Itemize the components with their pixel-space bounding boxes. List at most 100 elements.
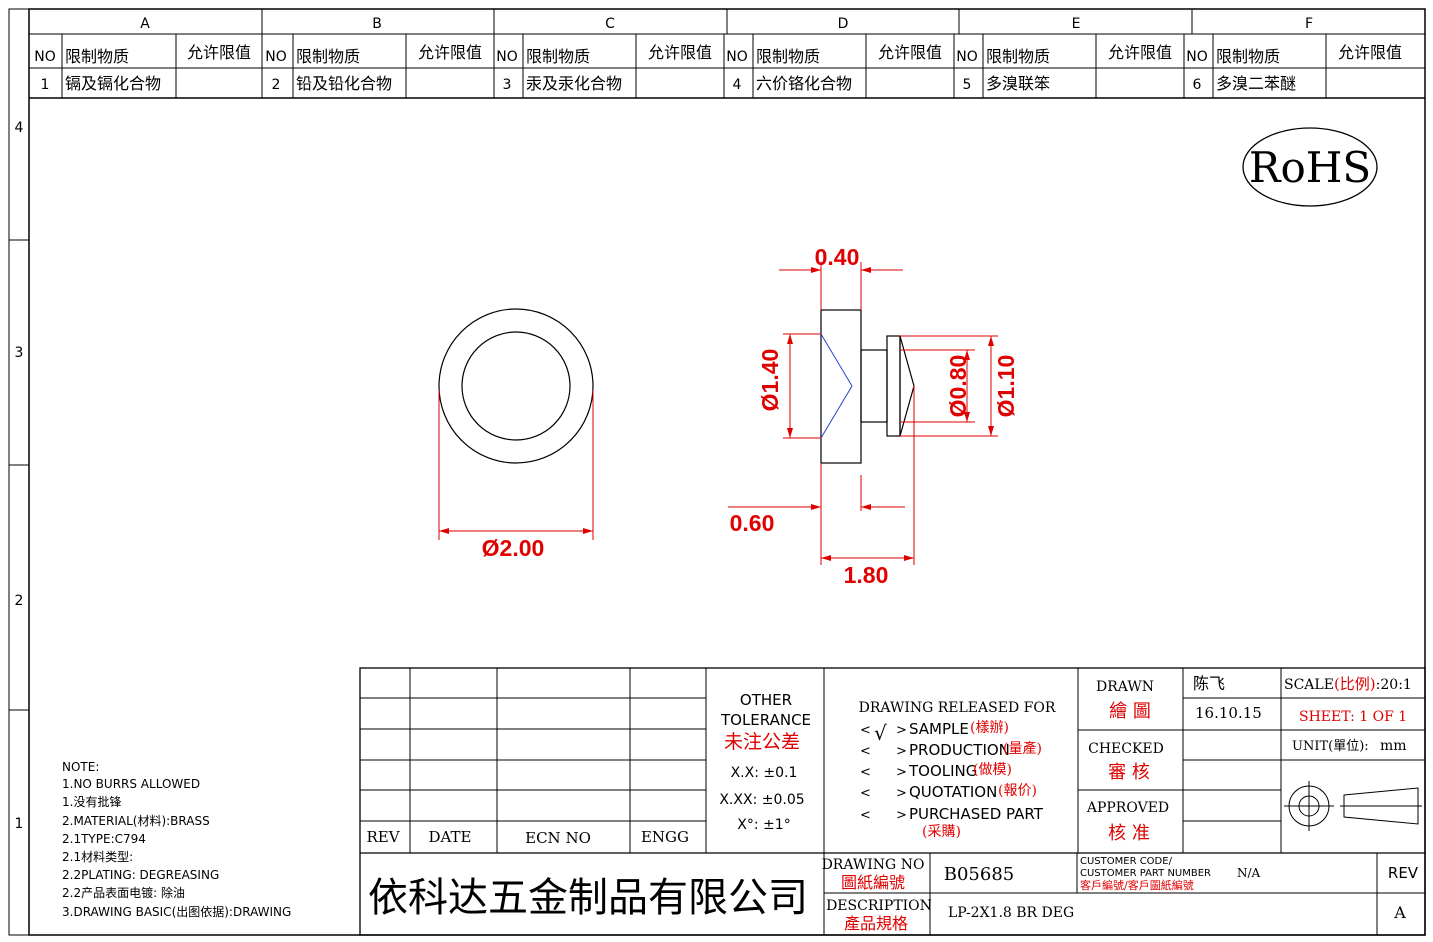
checked-label-cn: 審 核	[1108, 762, 1150, 783]
release-item-tooling: < > TOOLING (做模)	[860, 762, 1012, 780]
grid-row-2: 2	[15, 593, 24, 609]
grid-row-3: 3	[15, 345, 24, 361]
release-label-cn: (報价)	[998, 783, 1037, 799]
drawn-name: 陈飞	[1193, 674, 1225, 693]
drawing-info: DRAWING NO 圖紙編號 B05685 DESCRIPTION 產品規格 …	[822, 857, 1075, 933]
restricted-group-4: NO 限制物质 允许限值 4 六价铬化合物	[726, 43, 942, 93]
limit-header: 允许限值	[648, 43, 712, 62]
scale-label-cn: (比例)	[1334, 675, 1376, 693]
customer-info: CUSTOMER CODE/ CUSTOMER PART NUMBER 客戶編號…	[1080, 856, 1261, 892]
check-mark: √	[874, 721, 887, 745]
frame	[8, 8, 1426, 936]
grid-col-d: D	[838, 16, 849, 32]
release-label: SAMPLE	[909, 720, 969, 738]
no-header: NO	[1186, 49, 1208, 65]
date-header: DATE	[429, 828, 472, 846]
customer-label-cn: 客戶編號/客戶圖紙編號	[1080, 878, 1194, 892]
release-label-cn: (采購)	[922, 824, 961, 840]
ecn-header: ECN NO	[525, 829, 591, 847]
drawn-label: DRAWN	[1096, 679, 1154, 695]
limit-header: 允许限值	[418, 43, 482, 62]
restricted-group-2: NO 限制物质 允许限值 2 铅及铅化合物	[265, 43, 482, 93]
hidden-countersink	[820, 333, 853, 439]
dim-outer-diameter: Ø2.00	[482, 535, 545, 561]
tolerance-xxx: X.XX: ±0.05	[719, 792, 804, 808]
bracket-right: >	[896, 744, 907, 759]
tolerance-xx: X.X: ±0.1	[731, 765, 798, 781]
grid-row-1: 1	[15, 816, 24, 832]
rev-value: A	[1393, 903, 1406, 922]
substance-header: 限制物质	[526, 47, 590, 66]
shaft	[860, 349, 888, 423]
bracket-left: <	[860, 744, 871, 759]
release-label-cn: (量產)	[1003, 740, 1042, 757]
dim-tip-diameter: Ø1.10	[993, 355, 1019, 418]
release-title: DRAWING RELEASED FOR	[859, 700, 1056, 716]
side-view	[820, 309, 915, 464]
release-item-sample: < √ > SAMPLE (樣辦)	[860, 719, 1009, 745]
release-block: DRAWING RELEASED FOR < √ > SAMPLE (樣辦) <…	[859, 700, 1056, 840]
grid-col-b: B	[372, 16, 382, 32]
substance-header: 限制物质	[296, 47, 360, 66]
no-header: NO	[265, 49, 287, 65]
bracket-left: <	[860, 786, 871, 801]
grid-col-c: C	[605, 16, 615, 32]
drawing-no-label: DRAWING NO	[822, 857, 925, 873]
release-item-purchased: < > PURCHASED PART (采購)	[860, 805, 1044, 840]
limit-header: 允许限值	[1338, 43, 1402, 62]
substance-header: 限制物质	[1216, 47, 1280, 66]
drawing-no-label-cn: 圖紙編號	[841, 873, 905, 892]
tolerance-title-1: OTHER	[740, 691, 792, 709]
revision-table: REV DATE ECN NO ENGG	[366, 828, 689, 847]
note-line: 1.没有批锋	[62, 794, 121, 809]
release-label-cn: (做模)	[973, 762, 1012, 778]
substance-header: 限制物质	[65, 47, 129, 66]
customer-label-1: CUSTOMER CODE/	[1080, 856, 1173, 867]
tolerance-title-cn: 未注公差	[724, 731, 800, 753]
no-header: NO	[496, 49, 518, 65]
approved-label: APPROVED	[1086, 800, 1169, 816]
bracket-left: <	[860, 765, 871, 780]
unit-label: UNIT(單位):	[1292, 739, 1369, 754]
description-label-cn: 產品規格	[844, 914, 908, 933]
rev-header: REV	[366, 828, 400, 846]
restricted-group-3: NO 限制物质 允许限值 3 汞及汞化合物	[496, 43, 712, 93]
drawn-label-cn: 繪 圖	[1109, 701, 1151, 722]
substance-name: 镉及镉化合物	[65, 74, 161, 93]
note-line: 2.2PLATING: DEGREASING	[62, 868, 219, 882]
checked-label: CHECKED	[1088, 741, 1164, 757]
substance-no: 5	[963, 77, 972, 93]
tolerance-deg: X°: ±1°	[737, 817, 790, 833]
sheet-block: SCALE(比例):20:1 SHEET: 1 OF 1 UNIT(單位): m…	[1284, 675, 1412, 754]
grid-col-f: F	[1305, 16, 1313, 32]
restricted-group-1: NO 限制物质 允许限值 1 镉及镉化合物	[34, 43, 251, 93]
release-label: PRODUCTION	[909, 741, 1010, 759]
rev-label: REV	[1388, 864, 1419, 882]
drawn-date: 16.10.15	[1195, 704, 1262, 722]
release-label: PURCHASED PART	[909, 805, 1044, 823]
head-ring	[886, 335, 901, 437]
release-label-cn: (樣辦)	[970, 719, 1009, 736]
dim-flange-thickness: 0.40	[815, 244, 860, 270]
drawing-no-value: B05685	[944, 864, 1015, 885]
no-header: NO	[34, 49, 56, 65]
tolerance-block: OTHER TOLERANCE 未注公差 X.X: ±0.1 X.XX: ±0.…	[719, 691, 811, 833]
approval-block: DRAWN 繪 圖 陈飞 16.10.15 CHECKED 審 核 APPROV…	[1086, 674, 1262, 844]
scale-value: :20:1	[1376, 677, 1412, 693]
restricted-group-5: NO 限制物质 允许限值 5 多溴联笨	[956, 43, 1172, 93]
substance-no: 2	[272, 77, 281, 93]
grid-col-a: A	[140, 16, 150, 32]
limit-header: 允许限值	[187, 43, 251, 62]
dim-total-length: 1.80	[844, 562, 889, 588]
note-line: 2.MATERIAL(材料):BRASS	[62, 814, 210, 828]
no-header: NO	[726, 49, 748, 65]
limit-header: 允许限值	[878, 43, 942, 62]
approved-label-cn: 核 准	[1108, 823, 1150, 844]
note-line: 2.2产品表面电镀: 除油	[62, 885, 185, 900]
substance-header: 限制物质	[756, 47, 820, 66]
no-header: NO	[956, 49, 978, 65]
sheet-text: SHEET: 1 OF 1	[1299, 709, 1407, 725]
description-label: DESCRIPTION	[826, 898, 932, 914]
note-line: 2.1材料类型:	[62, 850, 133, 864]
substance-name: 多溴二苯醚	[1216, 74, 1296, 93]
